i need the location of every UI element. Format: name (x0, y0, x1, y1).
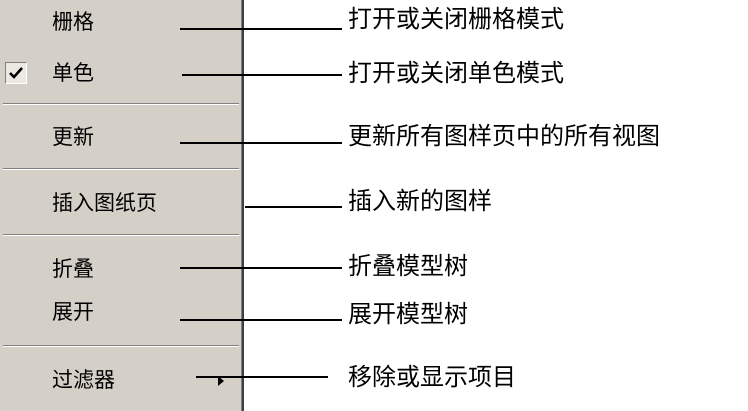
menu-item-update[interactable]: 更新 (0, 120, 242, 154)
menu-item-label: 单色 (52, 61, 94, 85)
annotation-expand: 展开模型树 (348, 300, 468, 328)
annotation-insert-sheet: 插入新的图样 (348, 187, 492, 215)
menu-item-expand[interactable]: 展开 (0, 295, 242, 329)
menu-item-monochrome[interactable]: 单色 (0, 56, 242, 90)
context-menu: 栅格 单色 更新 插入图纸页 折叠 展开 过滤器 (0, 0, 244, 411)
menu-item-grid[interactable]: 栅格 (0, 5, 242, 39)
menu-item-label: 过滤器 (52, 368, 115, 392)
menu-item-label: 插入图纸页 (52, 191, 157, 215)
annotation-collapse: 折叠模型树 (348, 252, 468, 280)
menu-separator (3, 103, 239, 105)
annotation-monochrome: 打开或关闭单色模式 (348, 59, 564, 87)
menu-item-insert-sheet[interactable]: 插入图纸页 (0, 186, 242, 220)
menu-separator (3, 345, 239, 347)
menu-separator (3, 168, 239, 170)
menu-item-label: 更新 (52, 125, 94, 149)
menu-item-collapse[interactable]: 折叠 (0, 252, 242, 286)
annotation-grid: 打开或关闭栅格模式 (348, 5, 564, 33)
annotation-update: 更新所有图样页中的所有视图 (348, 122, 660, 150)
submenu-arrow-icon (218, 376, 224, 386)
menu-item-label: 栅格 (52, 10, 94, 34)
check-icon (5, 62, 27, 84)
menu-separator (3, 234, 239, 236)
annotation-filter: 移除或显示项目 (348, 363, 516, 391)
menu-item-label: 展开 (52, 300, 94, 324)
menu-item-filter[interactable]: 过滤器 (0, 363, 242, 397)
menu-item-label: 折叠 (52, 257, 94, 281)
